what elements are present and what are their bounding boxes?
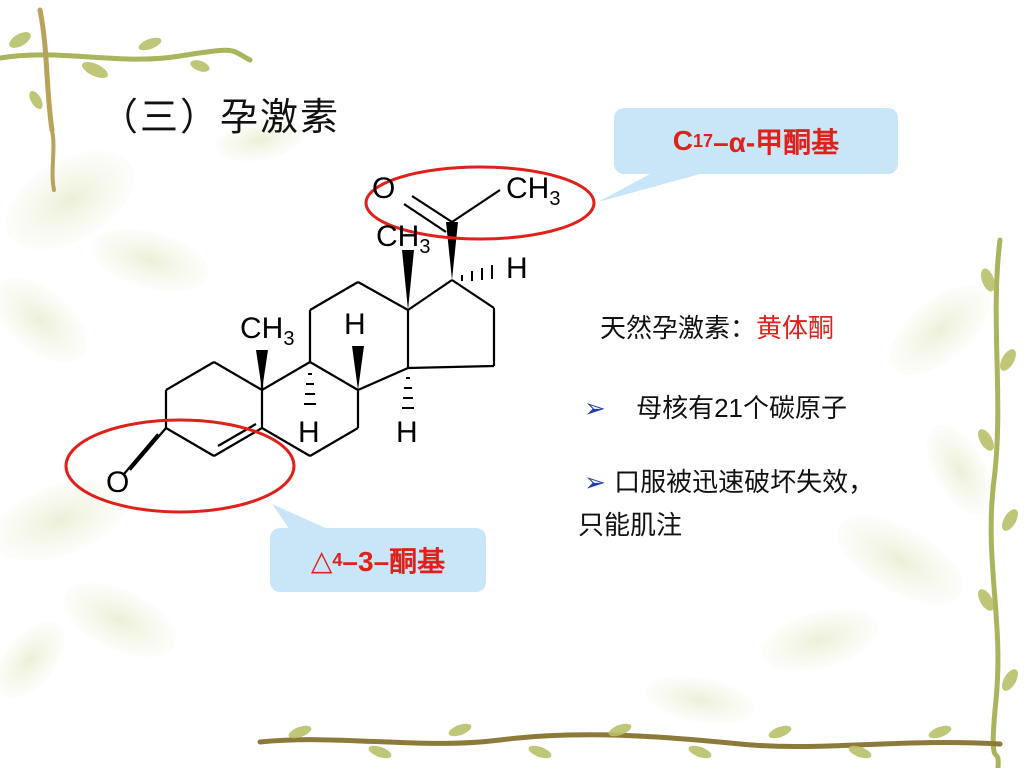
bond (309, 361, 359, 391)
double-bond-inner (403, 203, 447, 233)
label-c10-ch3: CH3 (240, 312, 295, 350)
label-c17-h: H (506, 252, 528, 285)
bond (357, 366, 409, 392)
double-bond-inner (123, 433, 159, 475)
bond (451, 189, 501, 223)
bullet-oral-inactive: ➢ 口服被迅速破坏失效， 只能肌注 (578, 468, 875, 541)
wedge-c10-ch3 (256, 350, 268, 390)
bond (309, 281, 359, 311)
bond (407, 279, 453, 311)
natural-value: 黄体酮 (756, 314, 835, 344)
bond (261, 427, 311, 457)
callout-top-tail (598, 174, 700, 202)
label-acetyl-ch3: CH3 (506, 172, 561, 210)
natural-label: 天然孕激素： (600, 314, 757, 344)
label-c13-ch3: CH3 (376, 220, 431, 258)
label-c3-o: O (106, 466, 130, 499)
faded-leaves (0, 118, 994, 724)
bond (309, 427, 359, 457)
bullet-carbon-count: ➢ 母核有21个碳原子 (584, 393, 848, 424)
bottom-vine (257, 732, 1003, 750)
top-vine-leaves (9, 32, 210, 110)
bullet-arrow-icon: ➢ (584, 468, 606, 498)
bond (261, 361, 311, 391)
bond (407, 364, 495, 370)
bond (411, 195, 453, 223)
hashed-bonds (304, 265, 493, 409)
label-acetyl-o: O (372, 172, 396, 205)
natural-progestin-line: 天然孕激素：黄体酮 (600, 308, 834, 345)
bond (357, 281, 409, 311)
slide-title: （三）孕激素 (100, 95, 341, 139)
bullet-arrow-icon: ➢ (584, 394, 606, 424)
progesterone-structure (123, 189, 501, 475)
double-bond-inner (217, 423, 257, 447)
bond (213, 361, 263, 391)
bond (129, 427, 167, 471)
wedge-c8-h (352, 346, 364, 390)
label-c14-h: H (396, 416, 418, 449)
top-vine (0, 7, 253, 192)
label-c9-h: H (298, 416, 320, 449)
callout-bottom-tail (272, 504, 330, 530)
callout-delta4-3-keto: △4–3–酮基 (270, 528, 486, 592)
wedge-c13-ch3 (402, 250, 414, 310)
highlight-c17-acetyl (364, 165, 596, 241)
bond (213, 427, 263, 457)
label-c8-h: H (344, 308, 366, 341)
bottom-vine-leaves (288, 723, 952, 759)
right-vine-leaves (978, 268, 1018, 691)
bond (451, 279, 495, 309)
right-vine (988, 237, 1003, 768)
bond (165, 427, 215, 457)
bond (165, 361, 215, 391)
highlight-delta4-3-keto (64, 418, 296, 514)
